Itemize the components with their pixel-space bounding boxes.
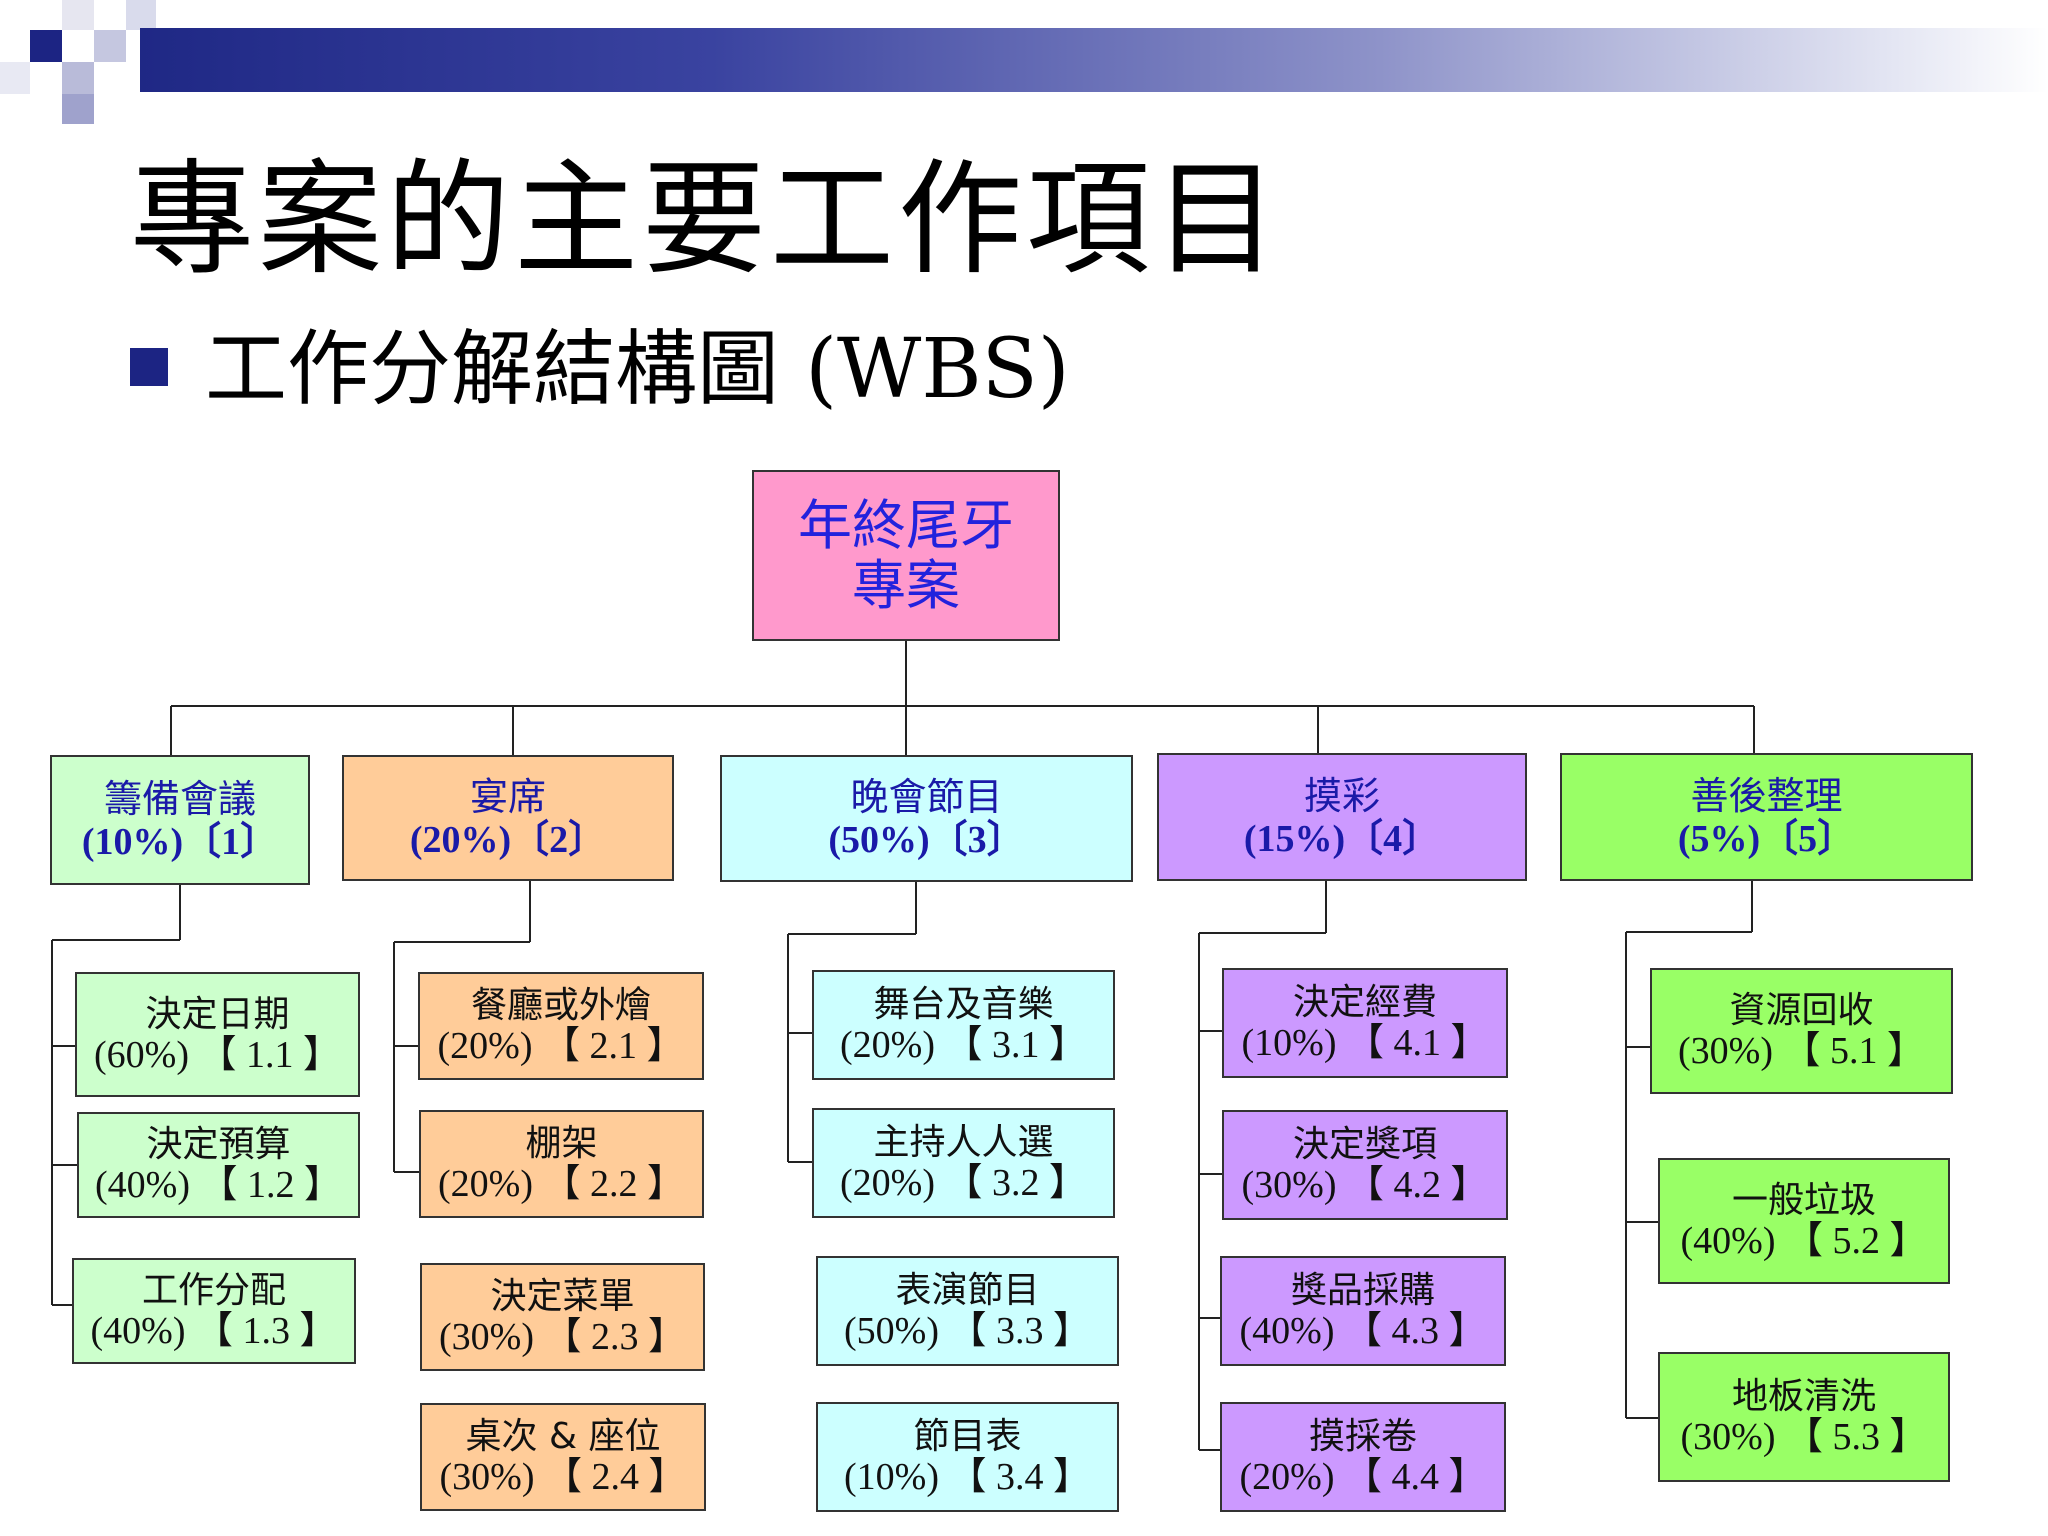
task-detail: (20%) 【 3.1 】 — [840, 1024, 1087, 1066]
task-detail: (10%) 【 4.1 】 — [1241, 1022, 1489, 1064]
task-detail: (30%) 【 5.3 】 — [1680, 1416, 1928, 1458]
wbs-task-1-2: 決定預算 (40%) 【 1.2 】 — [77, 1112, 360, 1218]
task-detail: (20%) 【 4.4 】 — [1239, 1456, 1487, 1498]
wbs-task-1-3: 工作分配 (40%) 【 1.3 】 — [72, 1258, 356, 1364]
header-gradient-band — [140, 28, 2048, 92]
task-detail: (30%) 【 5.1 】 — [1678, 1030, 1925, 1072]
wbs-task-2-2: 棚架 (20%) 【 2.2 】 — [419, 1110, 704, 1218]
wbs-task-1-1: 決定日期 (60%) 【 1.1 】 — [75, 972, 360, 1097]
task-name: 地板清洗 — [1731, 1376, 1876, 1417]
wbs-phase-4: 摸彩 (15%)〔4〕 — [1157, 753, 1527, 881]
task-detail: (30%) 【 2.3 】 — [439, 1316, 686, 1358]
wbs-root-node: 年終尾牙 專案 — [752, 470, 1060, 641]
task-detail: (40%) 【 1.2 】 — [95, 1164, 342, 1206]
phase-pct: (5%) — [1677, 817, 1761, 860]
task-detail: (40%) 【 4.3 】 — [1239, 1310, 1487, 1352]
task-name: 表演節目 — [895, 1270, 1040, 1311]
task-name: 決定預算 — [146, 1124, 291, 1165]
phase-name: 善後整理 — [1690, 773, 1843, 818]
wbs-task-4-4: 摸採卷 (20%) 【 4.4 】 — [1220, 1402, 1506, 1512]
phase-code: 〔2〕 — [511, 818, 607, 861]
slide-subtitle: 工作分解結構圖 (WBS) — [205, 322, 1070, 417]
wbs-task-3-1: 舞台及音樂 (20%) 【 3.1 】 — [812, 970, 1115, 1080]
wbs-phase-5: 善後整理 (5%)〔5〕 — [1560, 753, 1973, 881]
task-detail: (40%) 【 1.3 】 — [90, 1310, 338, 1352]
task-name: 決定獎項 — [1292, 1124, 1437, 1165]
wbs-task-3-2: 主持人人選 (20%) 【 3.2 】 — [812, 1108, 1115, 1218]
bullet-square-icon — [130, 348, 168, 386]
wbs-task-3-4: 節目表 (10%) 【 3.4 】 — [816, 1402, 1119, 1512]
wbs-task-2-4: 桌次 & 座位 (30%) 【 2.4 】 — [420, 1403, 706, 1511]
task-name: 決定經費 — [1292, 982, 1437, 1023]
phase-name: 宴席 — [469, 774, 546, 819]
task-detail: (30%) 【 2.4 】 — [439, 1456, 687, 1498]
wbs-task-5-3: 地板清洗 (30%) 【 5.3 】 — [1658, 1352, 1950, 1482]
phase-name: 晚會節目 — [850, 775, 1003, 819]
wbs-phase-3: 晚會節目 (50%)〔3〕 — [720, 755, 1133, 882]
task-detail: (40%) 【 5.2 】 — [1680, 1220, 1928, 1262]
wbs-task-2-1: 餐廳或外燴 (20%) 【 2.1 】 — [418, 972, 704, 1080]
task-detail: (50%) 【 3.3 】 — [844, 1310, 1091, 1352]
wbs-task-4-2: 決定獎項 (30%) 【 4.2 】 — [1222, 1110, 1508, 1220]
phase-name: 籌備會議 — [103, 776, 256, 821]
phase-code: 〔1〕 — [183, 820, 279, 863]
task-name: 決定菜單 — [490, 1276, 635, 1317]
task-name: 舞台及音樂 — [873, 984, 1054, 1025]
task-name: 摸採卷 — [1308, 1416, 1417, 1457]
wbs-phase-1: 籌備會議 (10%)〔1〕 — [50, 755, 310, 885]
slide-title: 專案的主要工作項目 — [130, 148, 1283, 292]
phase-name: 摸彩 — [1303, 773, 1380, 818]
task-name: 獎品採購 — [1290, 1270, 1435, 1311]
task-name: 棚架 — [525, 1123, 598, 1164]
task-name: 節目表 — [913, 1416, 1022, 1457]
root-line-1: 年終尾牙 — [798, 493, 1014, 557]
phase-pct: (10%) — [81, 820, 184, 863]
task-name: 桌次 & 座位 — [465, 1416, 661, 1457]
task-detail: (30%) 【 4.2 】 — [1241, 1164, 1489, 1206]
wbs-task-5-2: 一般垃圾 (40%) 【 5.2 】 — [1658, 1158, 1950, 1284]
task-name: 資源回收 — [1729, 990, 1874, 1031]
task-name: 主持人人選 — [873, 1122, 1054, 1163]
task-detail: (10%) 【 3.4 】 — [844, 1456, 1091, 1498]
task-detail: (20%) 【 3.2 】 — [840, 1162, 1087, 1204]
wbs-phase-2: 宴席 (20%)〔2〕 — [342, 755, 674, 881]
phase-pct: (15%) — [1243, 817, 1346, 860]
phase-code: 〔4〕 — [1345, 817, 1441, 860]
phase-pct: (50%) — [828, 819, 930, 861]
task-detail: (60%) 【 1.1 】 — [94, 1033, 341, 1076]
phase-code: 〔3〕 — [929, 819, 1025, 861]
wbs-task-3-3: 表演節目 (50%) 【 3.3 】 — [816, 1256, 1119, 1366]
task-name: 工作分配 — [141, 1270, 286, 1311]
wbs-task-4-1: 決定經費 (10%) 【 4.1 】 — [1222, 968, 1508, 1078]
task-detail: (20%) 【 2.2 】 — [438, 1163, 685, 1205]
phase-code: 〔5〕 — [1760, 817, 1856, 860]
task-name: 餐廳或外燴 — [470, 985, 651, 1026]
wbs-task-4-3: 獎品採購 (40%) 【 4.3 】 — [1220, 1256, 1506, 1366]
phase-pct: (20%) — [409, 818, 512, 861]
task-name: 一般垃圾 — [1731, 1180, 1876, 1221]
corner-decoration — [0, 0, 160, 125]
root-line-2: 專案 — [852, 553, 960, 617]
wbs-task-2-3: 決定菜單 (30%) 【 2.3 】 — [420, 1263, 705, 1371]
wbs-task-5-1: 資源回收 (30%) 【 5.1 】 — [1650, 968, 1953, 1094]
task-name: 決定日期 — [145, 993, 290, 1035]
task-detail: (20%) 【 2.1 】 — [437, 1025, 685, 1067]
